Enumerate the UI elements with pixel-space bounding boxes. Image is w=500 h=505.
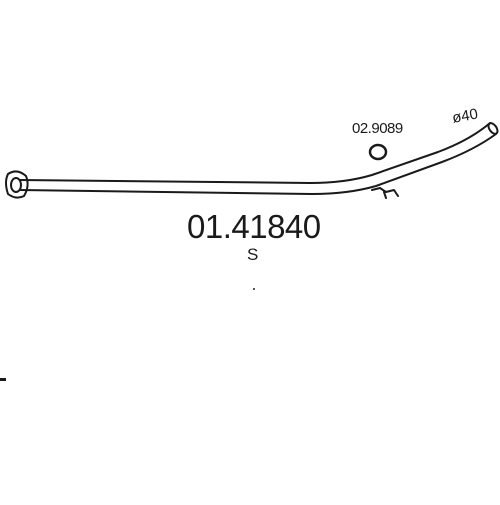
pipe-end-opening xyxy=(487,122,499,135)
part-suffix-label: S xyxy=(247,245,259,264)
part-number-label: 01.41840 xyxy=(187,208,321,245)
pipe-flange-bore xyxy=(10,177,22,193)
scan-dot xyxy=(253,288,255,290)
pipe-diameter-label: ø40 xyxy=(450,105,480,127)
pipe-tube-upper-edge xyxy=(19,122,491,184)
pipe-hanger-bracket xyxy=(371,187,399,199)
margin-mark xyxy=(0,378,6,381)
gasket-ring xyxy=(368,143,388,161)
gasket-part-number-label: 02.9089 xyxy=(352,120,403,137)
pipe-flange xyxy=(5,170,29,199)
pipe-tube-lower-edge xyxy=(19,133,497,195)
